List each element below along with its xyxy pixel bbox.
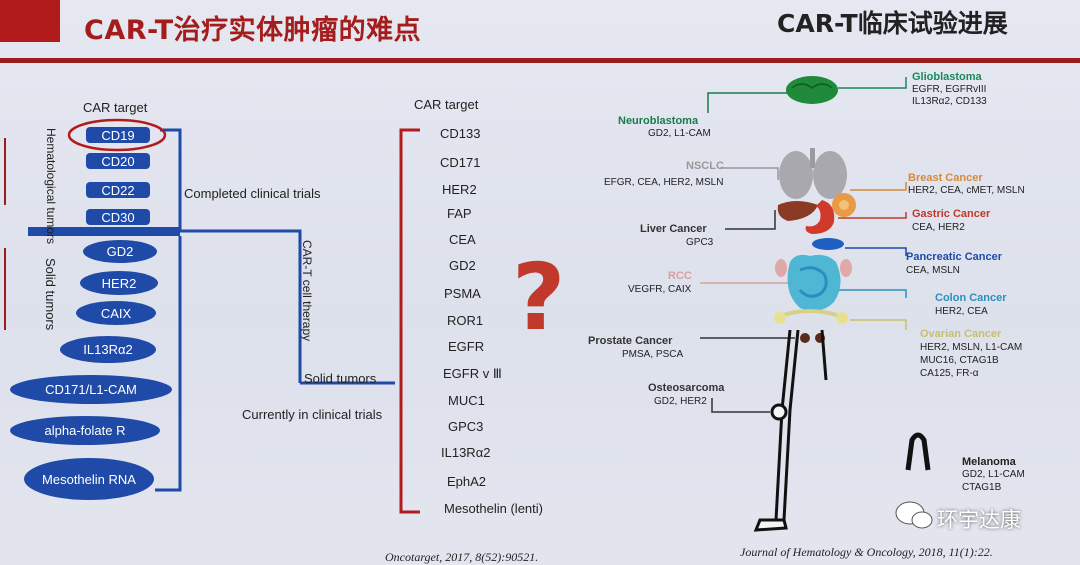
cancer-name-neuroblastoma: Neuroblastoma: [618, 115, 699, 127]
target-her2: HER2: [80, 271, 158, 295]
trial-target: EGFR v Ⅲ: [443, 366, 502, 381]
trial-target: ROR1: [447, 313, 484, 328]
target-il13ra2: IL13Rα2: [60, 336, 156, 363]
cancer-name-nsclc: NSCLC: [686, 160, 724, 172]
target-gd2: GD2: [83, 240, 157, 263]
left-citation: Oncotarget, 2017, 8(52):90521.: [385, 550, 539, 564]
cancer-targets: GPC3: [686, 237, 714, 248]
trial-target: Mesothelin (lenti): [444, 501, 543, 516]
trial-target: PSMA: [444, 286, 481, 301]
cancer-name-pancreatic: Pancreatic Cancer: [906, 251, 1002, 263]
right-citation: Journal of Hematology & Oncology, 2018, …: [740, 545, 993, 559]
cancer-name-breast: Breast Cancer: [908, 172, 983, 184]
trial-target: CD171: [440, 155, 481, 170]
question-mark: ?: [512, 244, 566, 351]
target-cd20: CD20: [86, 153, 150, 169]
cancer-name-rcc: RCC: [668, 270, 692, 282]
trial-target: GD2: [449, 258, 476, 273]
target-cd19: CD19: [86, 127, 150, 143]
cancer-targets: HER2, MSLN, L1-CAM: [920, 342, 1023, 353]
cancer-targets: GD2, L1-CAM: [648, 128, 711, 139]
cancer-targets: CA125, FR-α: [920, 368, 979, 379]
car-target-label: CAR target: [83, 100, 148, 115]
right-title: CAR-T临床试验进展: [777, 9, 1008, 38]
cancer-targets: GD2, L1-CAM: [962, 469, 1025, 480]
trial-target: FAP: [447, 206, 472, 221]
cancer-targets: CEA, MSLN: [906, 265, 960, 276]
trial-target: MUC1: [448, 393, 485, 408]
cancer-targets: HER2, CEA, cMET, MSLN: [908, 185, 1025, 196]
target-alpha-folate: alpha-folate R: [10, 416, 160, 445]
trial-target: HER2: [442, 182, 477, 197]
target-cd171: CD171/L1-CAM: [10, 375, 172, 404]
trial-target: CEA: [449, 232, 476, 247]
completed-trials-label: Completed clinical trials: [184, 186, 321, 201]
cancer-name-melanoma: Melanoma: [962, 456, 1016, 468]
cancer-targets: CEA, HER2: [912, 222, 965, 233]
cancer-targets: MUC16, CTAG1B: [920, 355, 999, 366]
cancer-targets: IL13Rα2, CD133: [912, 96, 987, 107]
target-cd22: CD22: [86, 182, 150, 198]
left-title: CAR-T治疗实体肿瘤的难点: [84, 15, 422, 46]
trial-target: CD133: [440, 126, 481, 141]
cancer-targets: CTAG1B: [962, 482, 1002, 493]
cancer-name-colon: Colon Cancer: [935, 292, 1007, 304]
cancer-name-gastric: Gastric Cancer: [912, 208, 991, 220]
target-cd30: CD30: [86, 209, 150, 225]
cancer-name-prostate: Prostate Cancer: [588, 335, 673, 347]
trial-target: GPC3: [448, 419, 484, 434]
trial-target: EGFR: [448, 339, 485, 354]
cancer-name-liver: Liver Cancer: [640, 223, 707, 235]
cancer-name-osteosarcoma: Osteosarcoma: [648, 382, 725, 394]
cancer-name-glioblastoma: Glioblastoma: [912, 71, 982, 83]
car-target-label-2: CAR target: [414, 97, 479, 112]
target-mesothelin-rna: Mesothelin RNA: [24, 458, 154, 500]
watermark: 环宇达康: [937, 508, 1021, 532]
cancer-targets: EGFR, EGFRvIII: [912, 84, 987, 95]
header-rule: [0, 58, 1080, 63]
cancer-targets: PMSA, PSCA: [622, 349, 684, 360]
current-trials-label: Currently in clinical trials: [242, 407, 383, 422]
cancer-targets: GD2, HER2: [654, 396, 707, 407]
cancer-targets: EFGR, CEA, HER2, MSLN: [604, 177, 724, 188]
solid-tumors-trial-label: Solid tumors: [304, 371, 377, 386]
cancer-targets: HER2, CEA: [935, 306, 988, 317]
target-caix: CAIX: [76, 301, 156, 325]
trial-target: EphA2: [447, 474, 487, 489]
header-accent: [0, 0, 60, 42]
trial-target: IL13Rα2: [441, 445, 491, 460]
cancer-name-ovarian: Ovarian Cancer: [920, 328, 1002, 340]
cancer-targets: VEGFR, CAIX: [628, 284, 692, 295]
